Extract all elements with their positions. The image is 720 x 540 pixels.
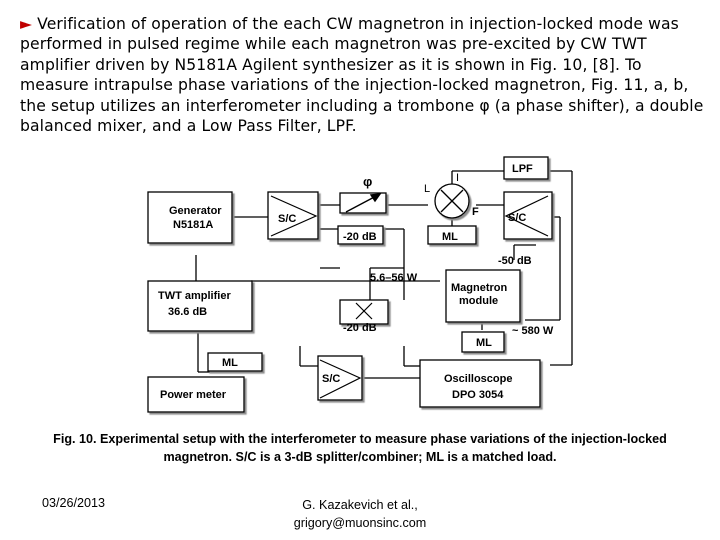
- power-meter-label: Power meter: [160, 389, 227, 401]
- phi-label: φ: [363, 174, 372, 189]
- generator-label-2: N5181A: [173, 219, 213, 231]
- attenuator-mid-label: -20 dB: [343, 322, 377, 334]
- splitter-top-label: S/C: [278, 213, 296, 225]
- phase-shifter-arrow-icon: [345, 193, 382, 213]
- attenuator-right-label: -50 dB: [498, 255, 532, 267]
- footer-author: G. Kazakevich et al., grigory@muonsinc.c…: [270, 496, 450, 532]
- splitter-bottom-label: S/C: [322, 373, 340, 385]
- circulator-icon: [355, 302, 373, 320]
- mixer-f-label: F: [472, 206, 479, 218]
- matched-load-right-box: [461, 331, 505, 353]
- figure-caption: Fig. 10. Experimental setup with the int…: [53, 432, 667, 464]
- twt-label-2: 36.6 dB: [168, 306, 207, 318]
- mixer-icon: [434, 183, 470, 219]
- author-email: grigory@muonsinc.com: [293, 516, 427, 530]
- mixer-i-label: I: [456, 172, 459, 184]
- twt-amplifier-box: [147, 280, 253, 332]
- attenuator-top-box: [337, 225, 384, 245]
- twt-label-1: TWT amplifier: [158, 290, 231, 302]
- lpf-box: [503, 156, 549, 180]
- power-high-label: 5.6–56 W: [370, 272, 418, 284]
- matched-load-right-label: ML: [476, 337, 492, 349]
- matched-load-top-label: ML: [442, 231, 458, 243]
- generator-box: [147, 191, 233, 244]
- magnetron-module-box: [445, 269, 521, 323]
- power-meter-box: [147, 376, 245, 413]
- matched-load-top-box: [427, 225, 477, 245]
- mixer-l-label: L: [424, 183, 430, 195]
- power-out-label: ~ 580 W: [512, 325, 554, 337]
- footer-date: 03/26/2013: [42, 496, 106, 510]
- splitter-right-box: [503, 191, 553, 240]
- lpf-label: LPF: [512, 163, 533, 175]
- splitter-right-label: S/C: [508, 212, 526, 224]
- bullet-icon: ►: [20, 15, 33, 33]
- generator-label-1: Generator: [169, 205, 222, 217]
- splitter-bottom-box: [317, 355, 363, 401]
- magnetron-label-2: module: [459, 295, 498, 307]
- oscilloscope-label-1: Oscilloscope: [444, 373, 512, 385]
- oscilloscope-box: [419, 359, 541, 408]
- magnetron-label-1: Magnetron: [451, 282, 508, 294]
- attenuator-top-label: -20 dB: [343, 231, 377, 243]
- circulator-box: [339, 299, 389, 325]
- matched-load-left-label: ML: [222, 357, 238, 369]
- paragraph-text: Verification of operation of the each CW…: [20, 15, 704, 136]
- oscilloscope-label-2: DPO 3054: [452, 389, 504, 401]
- slide-paragraph: ► Verification of operation of the each …: [20, 14, 710, 136]
- author-name: G. Kazakevich et al.,: [302, 498, 418, 512]
- matched-load-left-box: [207, 352, 263, 372]
- splitter-top-box: [267, 191, 319, 240]
